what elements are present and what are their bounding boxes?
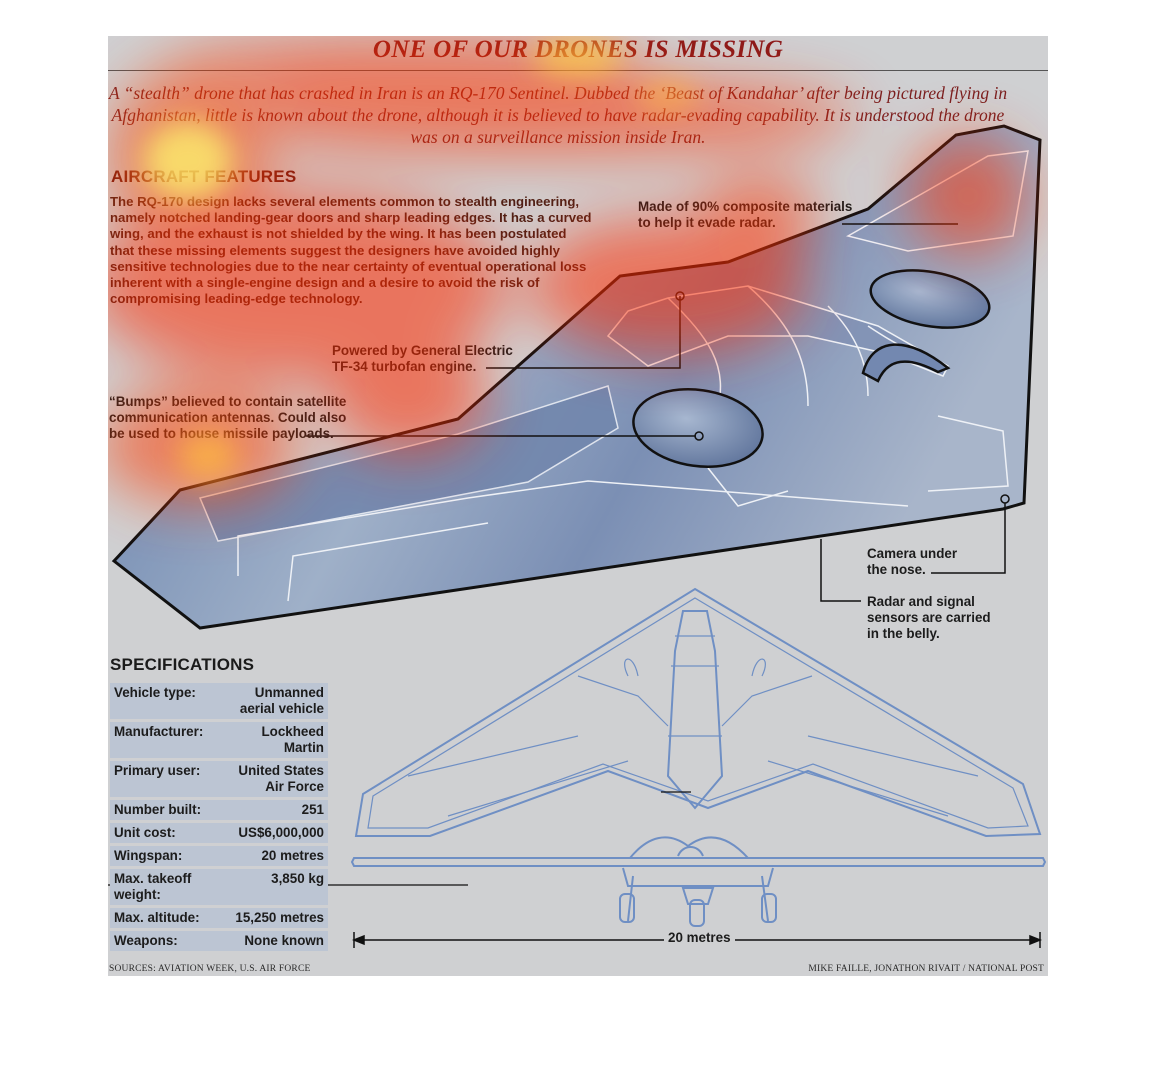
title-divider bbox=[108, 70, 1048, 71]
spec-label: Unit cost: bbox=[110, 823, 228, 843]
spec-row: Max. takeoff weight:3,850 kg bbox=[110, 869, 328, 905]
spec-value: Lockheed Martin bbox=[228, 722, 328, 758]
features-heading: AIRCRAFT FEATURES bbox=[111, 167, 297, 186]
spec-label: Vehicle type: bbox=[110, 683, 228, 719]
antenna-bump-rear bbox=[869, 269, 991, 329]
wingspan-label: 20 metres bbox=[664, 930, 735, 945]
spec-label: Weapons: bbox=[110, 931, 228, 951]
spec-row: Max. altitude:15,250 metres bbox=[110, 908, 328, 928]
infographic-panel: ONE OF OUR DRONES IS MISSING A “stealth”… bbox=[108, 36, 1048, 976]
spec-label: Max. takeoff weight: bbox=[110, 869, 228, 905]
spec-label: Number built: bbox=[110, 800, 228, 820]
spec-value: United States Air Force bbox=[228, 761, 328, 797]
drone-top-view bbox=[354, 587, 1042, 838]
leader-camera bbox=[931, 503, 1006, 574]
callout-radar: Radar and signal sensors are carried in … bbox=[867, 594, 991, 641]
antenna-bump-front bbox=[632, 388, 764, 468]
spec-row: Unit cost:US$6,000,000 bbox=[110, 823, 328, 843]
callout-composite: Made of 90% composite materials to help … bbox=[638, 199, 853, 230]
spec-value: 20 metres bbox=[228, 846, 328, 866]
wingspan-dimension bbox=[351, 932, 1043, 948]
engine-exhaust bbox=[861, 343, 951, 383]
callout-camera: Camera under the nose. bbox=[867, 546, 958, 577]
sources-credit: SOURCES: AVIATION WEEK, U.S. AIR FORCE bbox=[109, 964, 311, 974]
intro-text: A “stealth” drone that has crashed in Ir… bbox=[108, 83, 1008, 147]
spec-value: 3,850 kg bbox=[228, 869, 328, 905]
spec-value: 15,250 metres bbox=[228, 908, 328, 928]
spec-label: Wingspan: bbox=[110, 846, 228, 866]
spec-label: Manufacturer: bbox=[110, 722, 228, 758]
spec-value: 251 bbox=[228, 800, 328, 820]
features-body: The RQ-170 design lacks several elements… bbox=[110, 194, 592, 307]
specifications-heading: SPECIFICATIONS bbox=[110, 655, 255, 674]
spec-row: Number built:251 bbox=[110, 800, 328, 820]
author-credit: MIKE FAILLE, JONATHON RIVAIT / NATIONAL … bbox=[808, 964, 1044, 974]
spec-row: Manufacturer:Lockheed Martin bbox=[110, 722, 328, 758]
leader-radar bbox=[820, 539, 861, 602]
page-title: ONE OF OUR DRONES IS MISSING bbox=[372, 36, 784, 63]
spec-row: Wingspan:20 metres bbox=[110, 846, 328, 866]
spec-value: Unmanned aerial vehicle bbox=[228, 683, 328, 719]
spec-value: US$6,000,000 bbox=[228, 823, 328, 843]
drone-front-view bbox=[350, 836, 1047, 927]
spec-label: Max. altitude: bbox=[110, 908, 228, 928]
callout-engine: Powered by General Electric TF-34 turbof… bbox=[332, 343, 513, 374]
spec-row: Vehicle type:Unmanned aerial vehicle bbox=[110, 683, 328, 719]
callout-bumps: “Bumps” believed to contain satellite co… bbox=[109, 394, 347, 441]
spec-row: Primary user:United States Air Force bbox=[110, 761, 328, 797]
spec-label: Primary user: bbox=[110, 761, 228, 797]
spec-row: Weapons:None known bbox=[110, 931, 328, 951]
spec-value: None known bbox=[228, 931, 328, 951]
